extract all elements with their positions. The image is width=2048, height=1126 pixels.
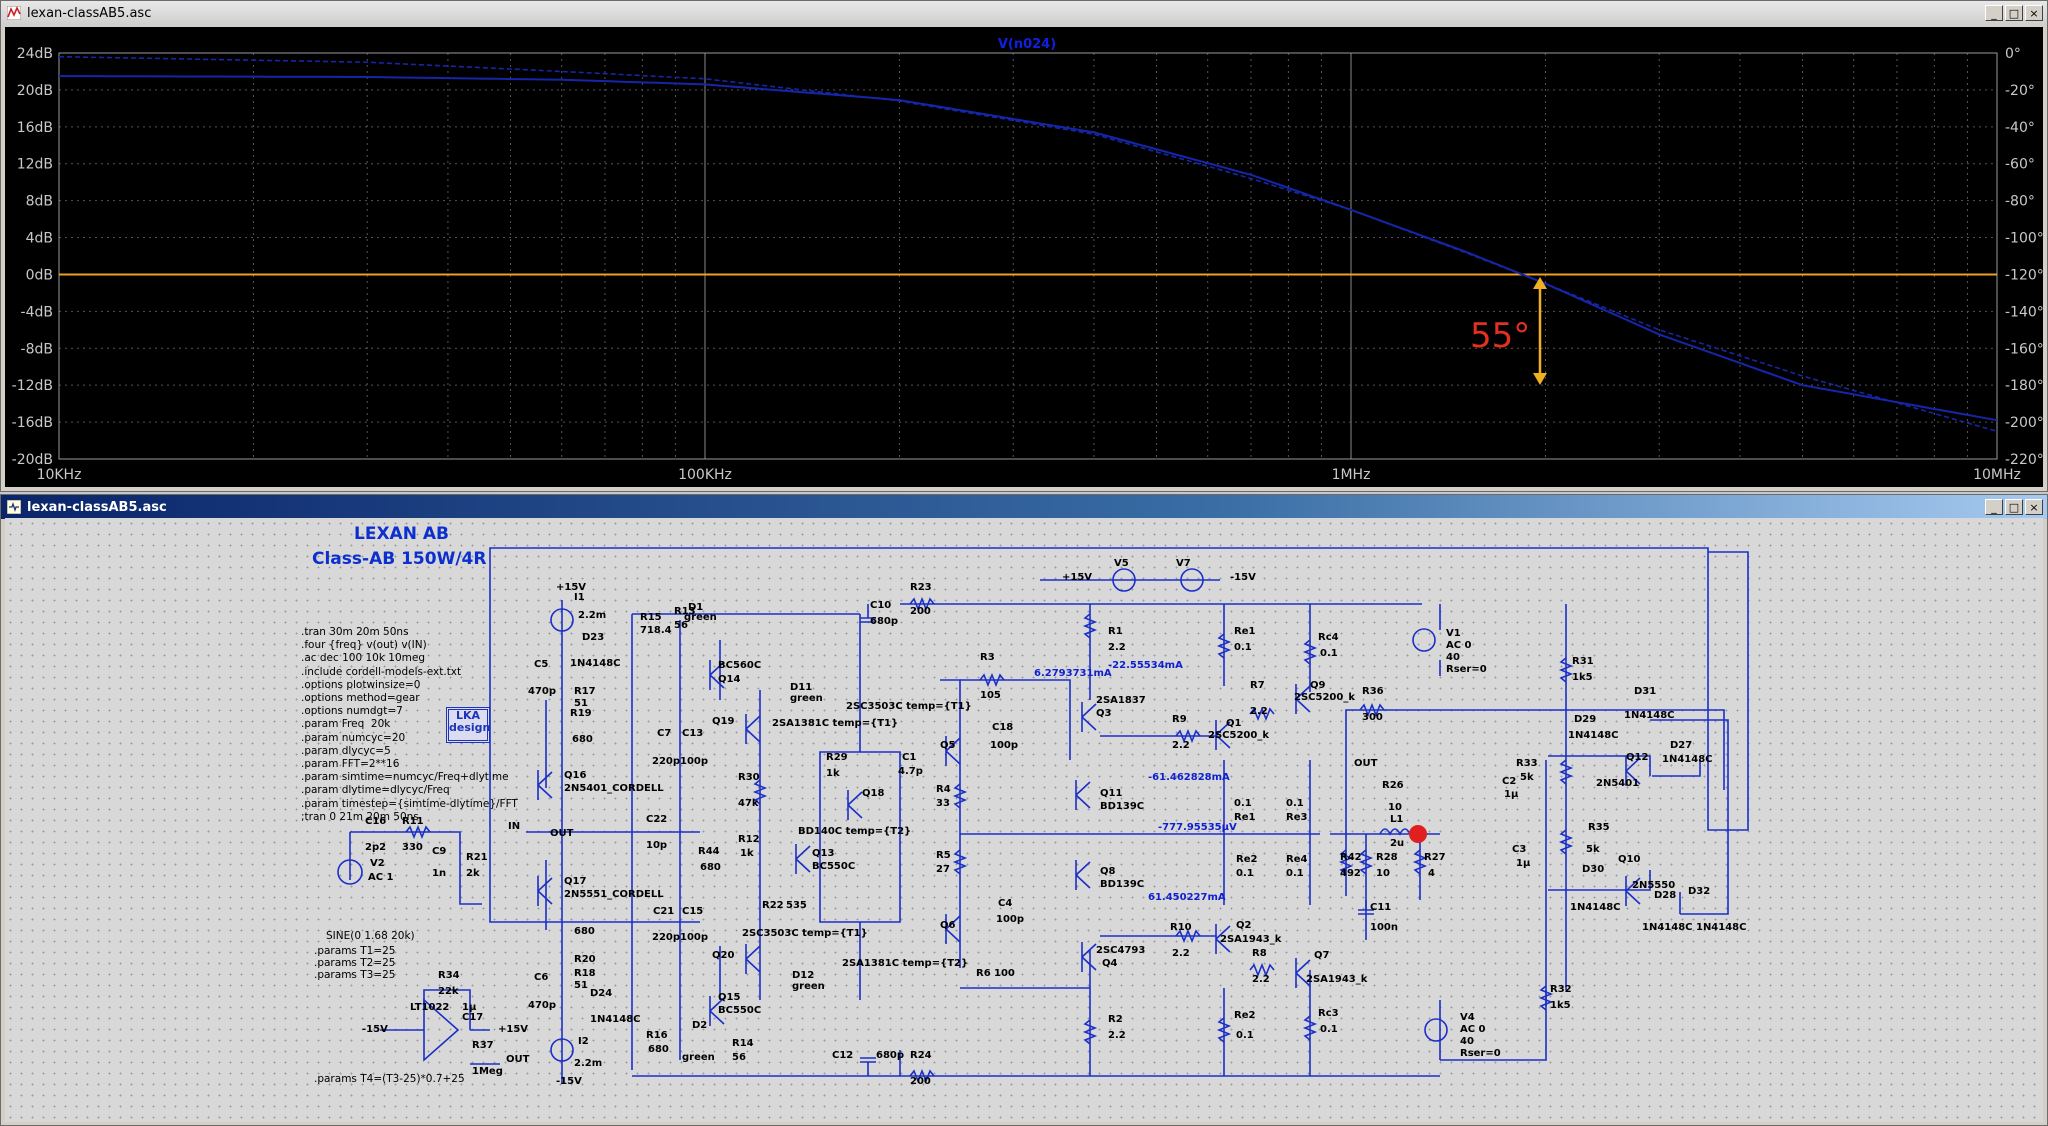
y-left-tick-label: -4dB — [21, 304, 53, 320]
y-left-tick-label: -20dB — [12, 452, 53, 468]
y-right-tick-label: -220° — [2005, 452, 2043, 468]
plot-titlebar[interactable]: lexan-classAB5.asc _ □ × — [1, 1, 2047, 25]
x-tick-label: 10KHz — [37, 467, 82, 483]
minimize-button[interactable]: _ — [1985, 5, 2003, 21]
lka-badge-text: LKA design — [449, 709, 491, 734]
schematic-heading: LEXAN AB — [354, 524, 449, 544]
plot-window[interactable]: lexan-classAB5.asc _ □ × 24dB 20dB 16dB 12d… — [0, 0, 2048, 492]
y-left-tick-label: 20dB — [17, 83, 53, 99]
phase-margin-label: 55° — [1470, 316, 1530, 356]
y-left-tick-label: 0dB — [26, 267, 53, 283]
minimize-button[interactable]: _ — [1985, 499, 2003, 515]
y-right-tick-label: -80° — [2005, 194, 2035, 210]
y-right-tick-label: -60° — [2005, 157, 2035, 173]
phase-margin-marker — [1533, 277, 1547, 385]
x-tick-label: 10MHz — [1973, 467, 2021, 483]
plot-window-title: lexan-classAB5.asc — [27, 5, 152, 21]
x-tick-label: 1MHz — [1332, 467, 1371, 483]
maximize-button[interactable]: □ — [2005, 5, 2023, 21]
schematic-window-title: lexan-classAB5.asc — [27, 499, 167, 515]
y-right-tick-label: 0° — [2005, 46, 2021, 62]
y-right-tick-label: -120° — [2005, 267, 2043, 283]
y-left-tick-label: 16dB — [17, 120, 53, 136]
y-right-tick-label: -40° — [2005, 120, 2035, 136]
bode-plot[interactable]: 24dB 20dB 16dB 12dB 8dB 4dB 0dB -4dB -8dB -12dB -1… — [5, 27, 2044, 487]
schematic-titlebar[interactable]: lexan-classAB5.asc _ □ × — [1, 495, 2047, 519]
y-right-tick-label: -140° — [2005, 304, 2043, 320]
sine-source-spec[interactable]: SINE(0 1.68 20k) — [326, 930, 415, 942]
y-right-tick-label: -20° — [2005, 83, 2035, 99]
y-left-tick-label: -16dB — [12, 415, 53, 431]
x-tick-label: 100KHz — [678, 467, 732, 483]
plot-frame — [58, 52, 1998, 460]
schematic-subheading: Class-AB 150W/4R — [312, 549, 487, 569]
phase-trace — [58, 55, 1998, 433]
trace-label[interactable]: V(n024) — [998, 37, 1056, 52]
y-left-tick-label: -8dB — [21, 341, 53, 357]
waveform-icon — [7, 6, 21, 20]
plot-pane[interactable]: 24dB 20dB 16dB 12dB 8dB 4dB 0dB -4dB -8dB -12dB -1… — [5, 27, 2044, 487]
schematic-icon — [7, 500, 21, 514]
maximize-button[interactable]: □ — [2005, 499, 2023, 515]
y-left-tick-label: 8dB — [26, 194, 53, 210]
close-button[interactable]: × — [2025, 499, 2043, 515]
spice-directives[interactable]: .tran 30m 20m 50ns .four {freq} v(out) v… — [301, 626, 518, 823]
y-left-tick-label: 4dB — [26, 231, 53, 247]
y-right-tick-label: -200° — [2005, 415, 2043, 431]
y-left-tick-label: 12dB — [17, 157, 53, 173]
y-right-tick-label: -100° — [2005, 231, 2043, 247]
y-left-tick-label: 24dB — [17, 46, 53, 62]
y-left-tick-label: -12dB — [12, 378, 53, 394]
y-right-tick-label: -160° — [2005, 341, 2043, 357]
temperature-param-t4[interactable]: .params T4=(T3-25)*0.7+25 — [314, 1073, 465, 1085]
y-right-tick-label: -180° — [2005, 378, 2043, 394]
temperature-params[interactable]: .params T1=25 .params T2=25 .params T3=2… — [314, 945, 396, 981]
magnitude-trace — [59, 75, 1998, 422]
close-button[interactable]: × — [2025, 5, 2043, 21]
lka-design-logo: LKA design — [446, 707, 490, 743]
